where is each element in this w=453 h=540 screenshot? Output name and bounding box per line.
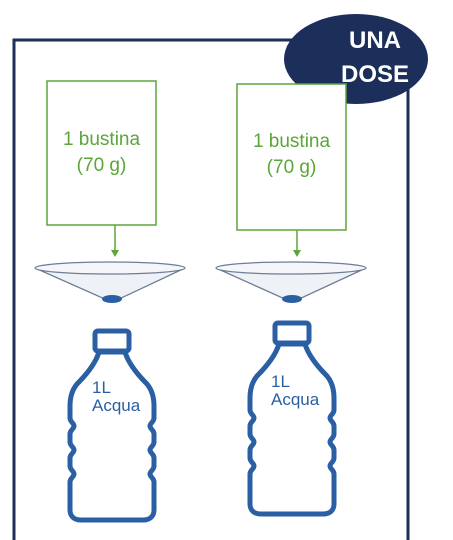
funnel-hole — [102, 295, 122, 303]
drop-arrow-head — [111, 250, 119, 257]
bottle-volume: 1L — [271, 372, 290, 391]
sachet-box — [46, 80, 157, 226]
badge-label: UNA DOSE — [300, 24, 450, 92]
station-1 — [34, 80, 186, 523]
sachet-name: 1 bustina — [252, 131, 331, 152]
badge-line-2: DOSE — [340, 61, 409, 88]
sachet-label-1: 1 bustina (70 g) — [47, 127, 156, 179]
funnel-rim — [215, 261, 367, 275]
funnel-rim — [34, 261, 186, 275]
bottle-label-1: 1L Acqua — [92, 379, 140, 415]
badge-ellipse — [284, 14, 428, 104]
water-bottle — [247, 320, 337, 517]
funnel-hole — [282, 295, 302, 303]
sachet-weight: (70 g) — [266, 157, 317, 178]
bottle-content: Acqua — [271, 390, 320, 409]
drop-arrow-head — [293, 250, 301, 257]
sachet-weight: (70 g) — [76, 155, 127, 176]
water-bottle — [67, 328, 157, 523]
bottle-content: Acqua — [92, 396, 141, 415]
sachet-box — [236, 83, 347, 231]
sachet-name: 1 bustina — [62, 129, 141, 150]
badge-line-1: UNA — [349, 27, 401, 54]
station-2 — [215, 83, 367, 517]
sachet-label-2: 1 bustina (70 g) — [237, 129, 346, 181]
frame — [12, 38, 410, 540]
bottle-label-2: 1L Acqua — [271, 373, 319, 409]
bottle-volume: 1L — [92, 378, 111, 397]
